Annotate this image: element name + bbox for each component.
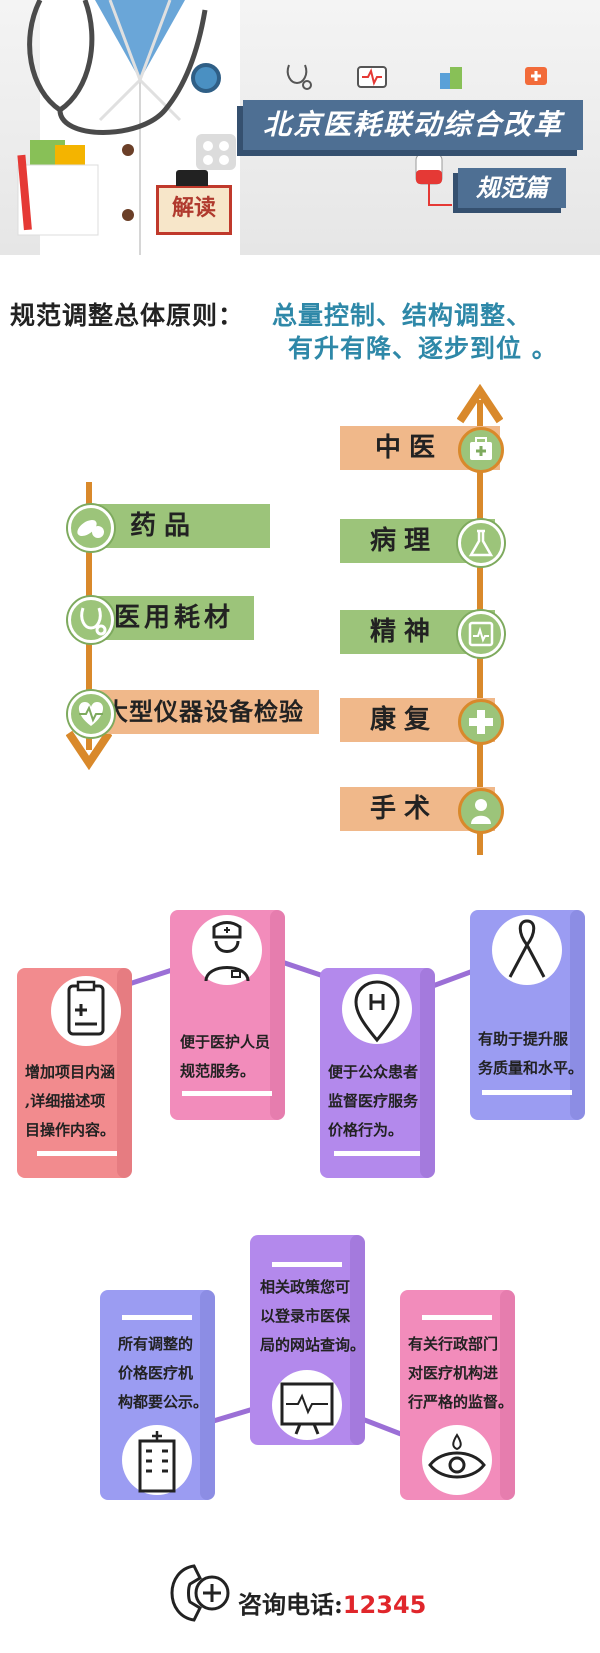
- banner-title: 北京医耗联动综合改革: [243, 100, 583, 150]
- notice-line: 以登录市医保: [260, 1307, 351, 1325]
- benefit-line: 规范服务。: [180, 1062, 256, 1080]
- clipboard-icon: [51, 976, 121, 1046]
- benefit-text: 有助于提升服 务质量和水平。: [478, 1025, 583, 1083]
- building-small-icon: [437, 63, 467, 91]
- notice-card-1: 所有调整的 价格医疗机 构都要公示。: [100, 1290, 215, 1500]
- divider: [334, 1151, 420, 1156]
- down-item-equipment: 大型仪器设备检验: [90, 690, 319, 734]
- contact-label: 咨询电话:: [238, 1590, 343, 1619]
- stamp-handle-icon: [176, 170, 208, 186]
- divider: [422, 1315, 492, 1320]
- notice-line: 相关政策您可: [260, 1278, 351, 1296]
- nurse-icon: [192, 915, 262, 985]
- monitor-small-icon: [355, 63, 389, 91]
- up-item-label: 手术: [370, 794, 439, 824]
- header-banner: 解读 北京医耗联动综合改革 规范篇: [0, 0, 600, 255]
- notice-line: 构都要公示。: [118, 1393, 209, 1411]
- notice-line: 所有调整的: [118, 1335, 194, 1353]
- benefit-line: 价格行为。: [328, 1121, 404, 1139]
- notice-card-3: 有关行政部门 对医疗机构进 行严格的监督。: [400, 1290, 515, 1500]
- benefit-card-1: 增加项目内涵 ,详细描述项 目操作内容。: [17, 968, 132, 1178]
- notice-line: 价格医疗机: [118, 1364, 194, 1382]
- benefit-text: 便于医护人员 规范服务。: [180, 1028, 270, 1086]
- medicine-box-icon: [458, 427, 504, 473]
- up-item-label: 精神: [370, 617, 439, 647]
- benefit-card-2: 便于医护人员 规范服务。: [170, 910, 285, 1120]
- interpretation-stamp: 解读: [156, 185, 232, 235]
- notice-text: 有关行政部门 对医疗机构进 行严格的监督。: [408, 1330, 513, 1417]
- notice-line: 行严格的监督。: [408, 1393, 514, 1411]
- down-item-label: 医用耗材: [114, 603, 235, 633]
- benefit-line: 监督医疗服务: [328, 1092, 419, 1110]
- benefits-connector: [0, 900, 600, 1020]
- benefit-line: 便于医护人员: [180, 1033, 271, 1051]
- heartbeat-icon: [68, 691, 114, 737]
- stethoscope-small-icon: [283, 63, 313, 91]
- notice-line: 局的网站查询。: [260, 1336, 366, 1354]
- notice-line: 有关行政部门: [408, 1335, 499, 1353]
- notice-text: 相关政策您可 以登录市医保 局的网站查询。: [260, 1273, 365, 1360]
- principle-line-2: 有升有降、逐步到位 。: [288, 334, 558, 363]
- stethoscope-icon: [68, 597, 114, 643]
- phone-icon: [168, 1560, 234, 1626]
- benefit-line: 务质量和水平。: [478, 1059, 584, 1077]
- down-item-drugs: 药品: [90, 504, 270, 548]
- surgeon-icon: [458, 788, 504, 834]
- computer-monitor-icon: [272, 1370, 342, 1440]
- notice-text: 所有调整的 价格医疗机 构都要公示。: [118, 1330, 208, 1417]
- cross-icon: [458, 699, 504, 745]
- monitor-icon: [458, 611, 504, 657]
- pill-pack-illustration: [192, 130, 242, 175]
- down-item-label: 大型仪器设备检验: [104, 697, 304, 726]
- hospital-building-icon: [122, 1425, 192, 1495]
- benefit-line: 目操作内容。: [25, 1121, 116, 1139]
- divider: [272, 1262, 342, 1267]
- divider: [37, 1151, 117, 1156]
- benefit-line: 增加项目内涵: [25, 1063, 116, 1081]
- principle-line-1: 总量控制、结构调整、: [272, 301, 533, 330]
- principle-label: 规范调整总体原则：: [10, 301, 245, 330]
- up-item-label: 病理: [370, 526, 439, 556]
- down-arrowhead-icon: [65, 730, 113, 771]
- benefit-line: ,详细描述项: [25, 1092, 106, 1110]
- down-item-consumables: 医用耗材: [90, 596, 254, 640]
- benefit-card-3: 便于公众患者 监督医疗服务 价格行为。: [320, 968, 435, 1178]
- first-aid-small-icon: [523, 65, 549, 87]
- eye-icon: [422, 1425, 492, 1495]
- up-item-label: 康复: [370, 705, 439, 735]
- pills-icon: [68, 505, 114, 551]
- hospital-pin-icon: [342, 974, 412, 1044]
- ribbon-icon: [492, 915, 562, 985]
- down-item-label: 药品: [130, 511, 199, 541]
- up-arrowhead-icon: [456, 383, 504, 424]
- notice-card-2: 相关政策您可 以登录市医保 局的网站查询。: [250, 1235, 365, 1445]
- divider: [122, 1315, 192, 1320]
- blood-bag-icon: [412, 150, 462, 210]
- divider: [482, 1090, 572, 1095]
- notice-line: 对医疗机构进: [408, 1364, 499, 1382]
- banner-subtitle: 规范篇: [458, 168, 566, 208]
- contact-line: 咨询电话:12345: [238, 1585, 426, 1620]
- contact-number[interactable]: 12345: [342, 1591, 427, 1619]
- benefit-card-4: 有助于提升服 务质量和水平。: [470, 910, 585, 1120]
- up-item-label: 中医: [375, 433, 444, 463]
- flask-icon: [458, 520, 504, 566]
- benefit-line: 便于公众患者: [328, 1063, 419, 1081]
- stethoscope-illustration: [0, 0, 240, 150]
- benefit-text: 便于公众患者 监督医疗服务 价格行为。: [328, 1058, 418, 1145]
- divider: [182, 1091, 272, 1096]
- benefit-text: 增加项目内涵 ,详细描述项 目操作内容。: [25, 1058, 115, 1145]
- medicine-bottles-illustration: [0, 125, 120, 255]
- benefit-line: 有助于提升服: [478, 1030, 569, 1048]
